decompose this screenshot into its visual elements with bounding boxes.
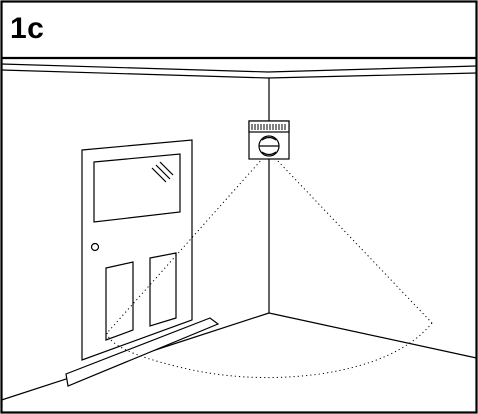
ceiling-line (1, 63, 477, 79)
door-threshold (65, 317, 220, 387)
door (81, 139, 193, 361)
door-panel-right (149, 252, 177, 327)
door-panel-left (105, 261, 134, 341)
motion-sensor (248, 120, 290, 160)
door-window (93, 153, 181, 223)
detection-zone (106, 157, 433, 379)
door-knob (90, 242, 100, 252)
figure-label: 1c (10, 12, 45, 45)
floor-line (1, 312, 477, 401)
